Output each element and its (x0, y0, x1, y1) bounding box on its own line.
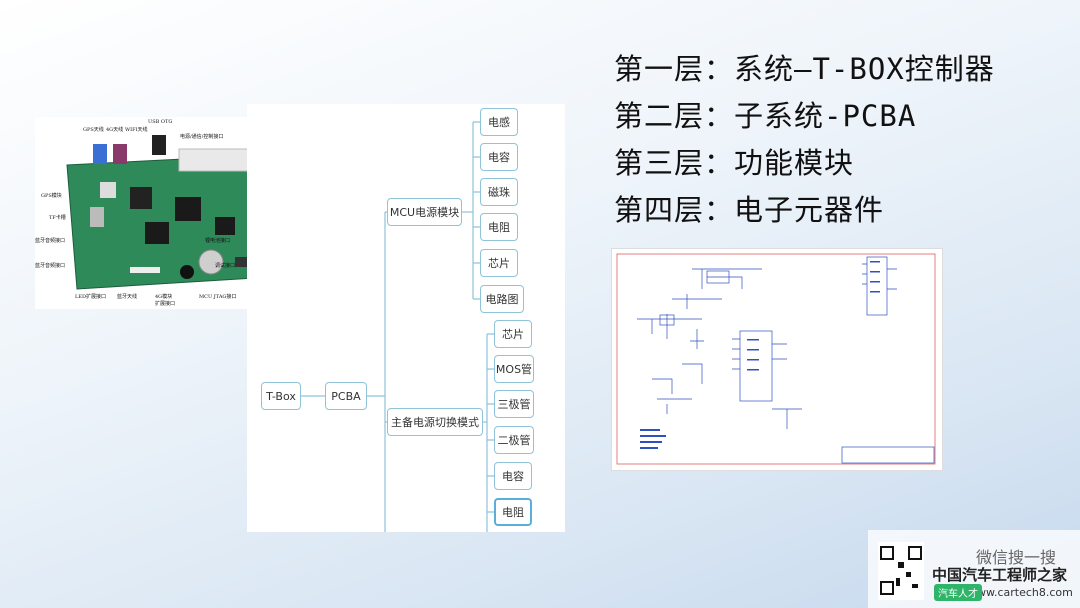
layer-2-text: 第二层：子系统-PCBA (614, 99, 917, 133)
label-wifi-antenna: WIFI天线 (125, 127, 148, 133)
node-pcba[interactable]: PCBA (325, 382, 367, 410)
node-resistor[interactable]: 电阻 (480, 213, 518, 241)
node-diode[interactable]: 二极管 (494, 426, 534, 454)
label-usb-otg: USB OTG (148, 119, 173, 125)
node-chip-2[interactable]: 芯片 (494, 320, 532, 348)
node-resistor-2[interactable]: 电阻 (494, 498, 532, 526)
label-expand: 扩展接口 (155, 301, 176, 307)
node-power-switch[interactable]: 主备电源切换模式 (387, 408, 483, 436)
node-capacitor[interactable]: 电容 (480, 143, 518, 171)
node-inductor[interactable]: 电感 (480, 108, 518, 136)
node-tbox[interactable]: T-Box (261, 382, 301, 410)
label-battery: 锂电池接口 (205, 238, 231, 244)
label-gps-module: GPS模块 (41, 193, 62, 199)
url-text: www.cartech8.com (968, 586, 1073, 599)
layer-1-text: 第一层：系统—T-BOX控制器 (614, 52, 995, 86)
label-4g-antenna: 4G天线 (106, 127, 124, 133)
layer-3-text: 第三层：功能模块 (614, 146, 855, 180)
node-ferrite-bead[interactable]: 磁珠 (480, 178, 518, 206)
mindmap-panel: T-Box PCBA MCU电源模块 主备电源切换模式 电感 电容 磁珠 电阻 … (247, 104, 565, 532)
node-transistor[interactable]: 三极管 (494, 390, 534, 418)
node-mos[interactable]: MOS管 (494, 355, 534, 383)
node-chip[interactable]: 芯片 (480, 249, 518, 277)
pcb-board-illustration (66, 135, 247, 290)
label-bt: 蓝牙天线 (117, 294, 138, 300)
label-bt-mic: 蓝牙音频接口 (35, 238, 66, 244)
mindmap-connectors (299, 121, 494, 532)
label-power-signal: 电源/通信/控制接口 (180, 134, 224, 140)
label-gps-antenna: GPS天线 (83, 127, 104, 133)
search-text: 微信搜一搜 (976, 548, 1057, 567)
node-mcu-power[interactable]: MCU电源模块 (387, 198, 462, 226)
layer-4-text: 第四层：电子元器件 (614, 193, 885, 227)
label-jtag: MCU JTAG接口 (199, 294, 237, 300)
pcb-photo: GPS天线 4G天线 WIFI天线 USB OTG 电源/通信/控制接口 GPS… (35, 117, 247, 309)
watermark: 微信搜一搜 中国汽车工程师之家 www.cartech8.com 汽车人才 (868, 530, 1080, 608)
label-4g-module: 4G模块 (155, 294, 173, 300)
node-capacitor-2[interactable]: 电容 (494, 462, 532, 490)
label-debug: 调试接口 (215, 263, 236, 269)
qr-code-icon (878, 542, 924, 600)
badge: 汽车人才 (934, 584, 982, 601)
schematic-drawing (616, 253, 936, 465)
brand-text: 中国汽车工程师之家 (932, 566, 1068, 584)
label-led: LED扩展接口 (75, 294, 106, 300)
label-bt-audio: 蓝牙音频接口 (35, 263, 66, 269)
schematic-image (611, 248, 943, 471)
label-tf-card: TF卡槽 (49, 215, 66, 221)
node-circuit-diagram[interactable]: 电路图 (480, 285, 524, 313)
